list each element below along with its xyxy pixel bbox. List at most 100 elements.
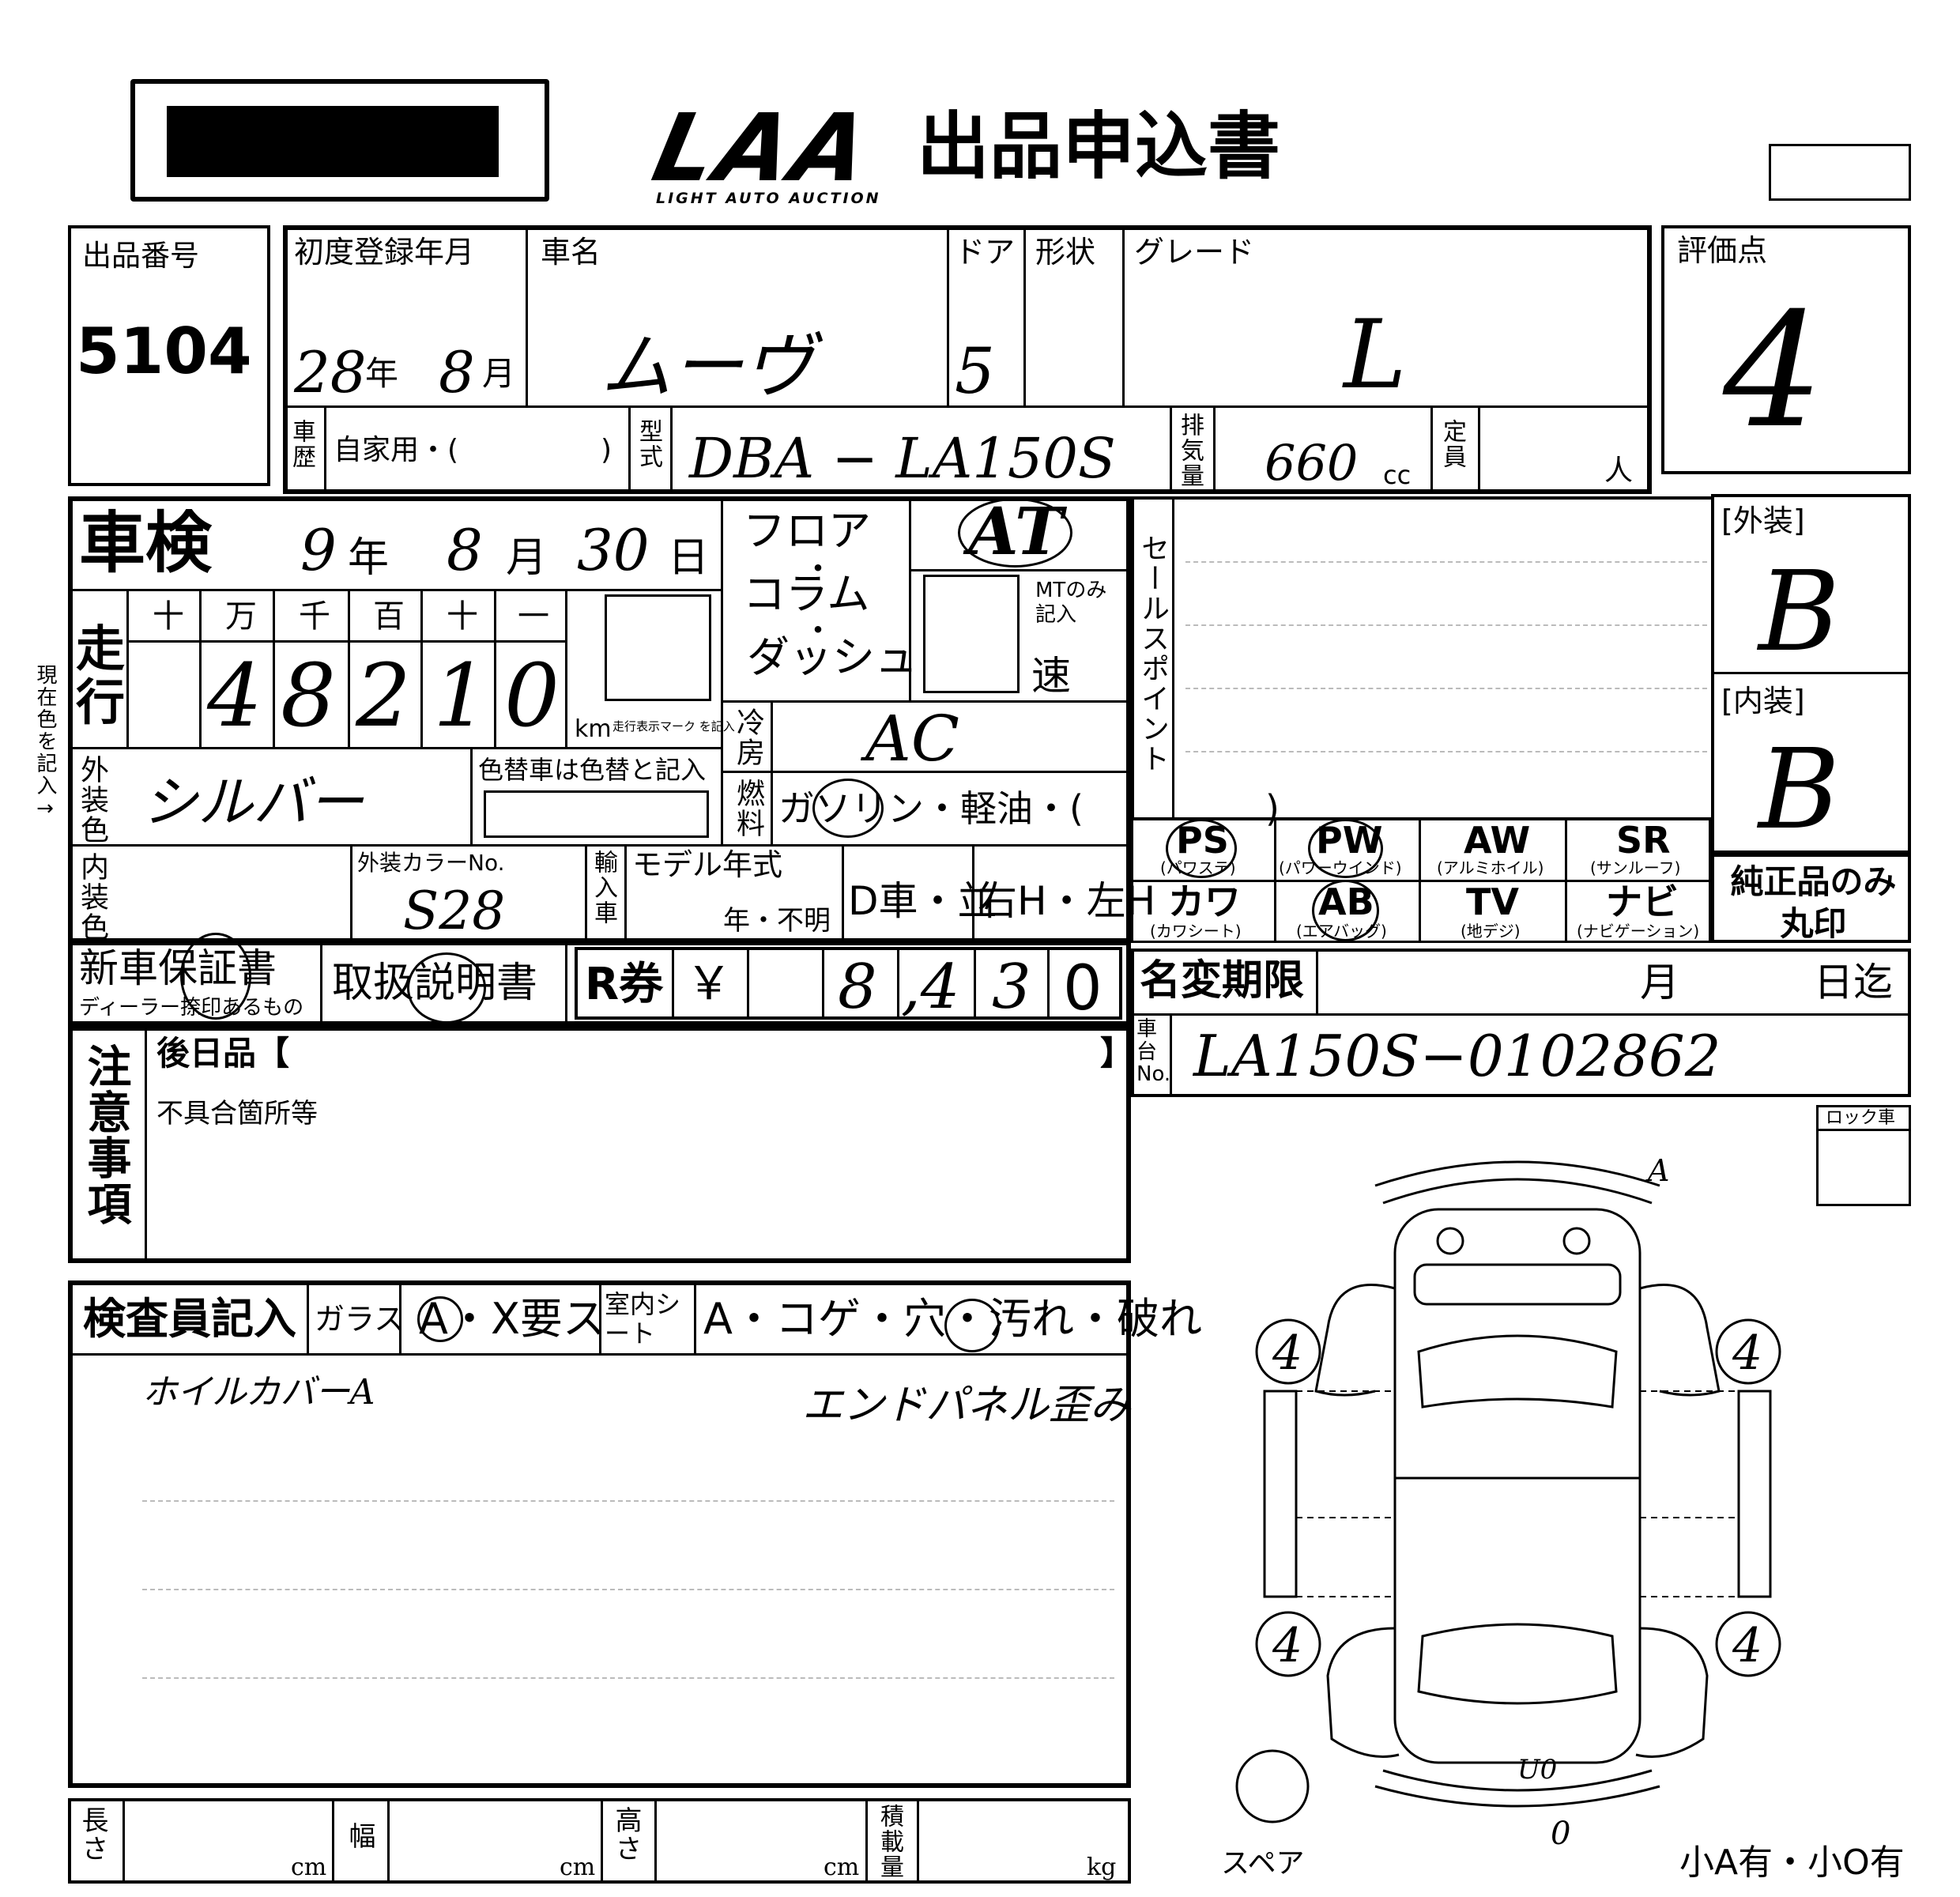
lot-number-value: 5104 [76,315,252,388]
genuine-note-box [1711,854,1911,943]
inspection-month: 8 [447,517,483,583]
mileage-col-label: 十 [153,598,184,635]
glass-label: ガラス [315,1302,405,1337]
name-change-box [1131,948,1911,1097]
inspection-day: 30 [577,517,650,583]
seat-label: 室内シート [605,1289,681,1348]
chassis-label: 車台No. [1136,1017,1171,1087]
notes-label: 注意事項 [80,1043,131,1227]
name-change-label: 名変期限 [1140,957,1305,1005]
equipment-code: ナビ [1606,881,1679,923]
equipment-selected-circle [1312,880,1379,941]
dimension-label: 積載量 [876,1804,903,1880]
mt-note: MTのみ記入 [1035,579,1107,628]
color-no-value: S28 [403,881,506,941]
model-label: 型式 [635,419,662,470]
capacity-label: 定員 [1438,419,1466,470]
equipment-sub: (地デジ) [1461,922,1521,941]
equipment-sub: (サンルーフ) [1590,858,1681,877]
color-no-label: 外装カラーNo. [357,850,505,876]
repaint-box [484,790,709,838]
dimension-unit: cm [291,1854,327,1881]
displacement-value: 660 [1265,434,1359,492]
inspection-day-unit: 日 [668,534,710,582]
equipment-sub: (ナビゲーション) [1577,922,1700,941]
mileage-digit: 1 [433,645,488,746]
car-name-value: ムーヴ [601,326,814,409]
model-year-suffix: 年・不明 [723,905,831,937]
door-value: 5 [955,334,995,408]
sales-point-label: セールスポイント [1136,534,1169,774]
import-label: 輸入車 [590,850,617,926]
notes-box [68,1026,1131,1263]
dimension-unit: cm [560,1854,596,1881]
seat-selected-circle [944,1299,1000,1352]
first-reg-label: 初度登録年月 [294,235,475,270]
recycle-label: R券 [585,959,664,1010]
capacity-unit: 人 [1604,454,1634,487]
score-box [1661,225,1911,474]
score-value: 4 [1723,279,1824,463]
inspection-month-unit: 月 [506,534,548,582]
dealer-option: D車・並 [848,878,997,924]
shift-dot: ・ [802,551,834,587]
inspection-label: 車検 [79,504,213,582]
dimension-label: 高さ [610,1806,642,1863]
equipment-code: カワ [1168,881,1241,923]
inspector-note-1: ホイルカバーA [142,1372,375,1412]
first-reg-year: 28 [294,339,367,405]
history-label: 車歴 [288,419,315,470]
tire-rear-left: 4 [1272,1618,1303,1673]
dimension-unit: cm [824,1854,860,1881]
mt-gears-box [923,575,1020,693]
rear-mark: U0 [1517,1754,1558,1786]
ac-value: AC [865,702,959,775]
documents-row [68,941,1131,1026]
recycle-digit: 0 [1063,953,1102,1024]
recycle-digit: ,4 [901,952,960,1023]
genuine-note: 純正品のみ丸印 [1730,862,1897,943]
mileage-digit: 2 [356,645,411,746]
mileage-digit: 4 [207,645,262,746]
mt-speed-label: 速 [1031,653,1071,699]
sales-point-box [1131,496,1714,820]
first-reg-month: 8 [439,339,475,405]
equipment-selected-circle [1308,819,1383,878]
inspector-label: 検査員記入 [83,1294,296,1344]
equipment-code: SR [1616,819,1671,862]
exterior-color-value: シルバー [142,770,364,835]
equipment-code: TV [1466,881,1519,923]
tire-front-left: 4 [1272,1326,1303,1381]
first-reg-month-unit: 月 [482,354,516,393]
shift-dash: ダッシュ [747,632,918,682]
later-items-close: 】 [1100,1034,1134,1073]
defects-label: 不具合箇所等 [156,1098,318,1130]
small-parts: 小A有・小O有 [1679,1842,1905,1883]
inspection-year: 9 [300,517,337,583]
dimension-unit: kg [1087,1854,1117,1881]
document-title: 出品申込書 [917,104,1281,189]
shift-column: コラム [743,569,870,619]
inspector-box [68,1280,1131,1788]
equipment-sub: (カワシート) [1150,922,1242,941]
inspection-year-unit: 年 [348,534,390,582]
top-right-box [1769,144,1911,201]
name-change-day: 日迄 [1814,960,1893,1005]
equipment-code: AW [1464,819,1531,862]
mileage-label-2: 行 [76,673,126,731]
recycle-yen: ￥ [686,956,733,1010]
grade-label: グレード [1134,235,1255,270]
score-label: 評価点 [1677,233,1768,268]
manual-circle [407,952,486,1024]
mileage-note: 走行表示マーク を記入 [612,719,735,734]
door-label: ドア [955,235,1016,270]
interior-grade-value: B [1758,726,1840,854]
mileage-col-label: 一 [518,598,549,635]
dimension-label: 幅 [344,1822,375,1850]
shape-label: 形状 [1035,235,1096,270]
mileage-digit: 8 [281,645,336,746]
car-name-label: 車名 [541,235,601,270]
recycle-box [575,947,1122,1020]
mileage-col-label: 十 [447,598,478,635]
glass-selected-circle [417,1296,463,1342]
